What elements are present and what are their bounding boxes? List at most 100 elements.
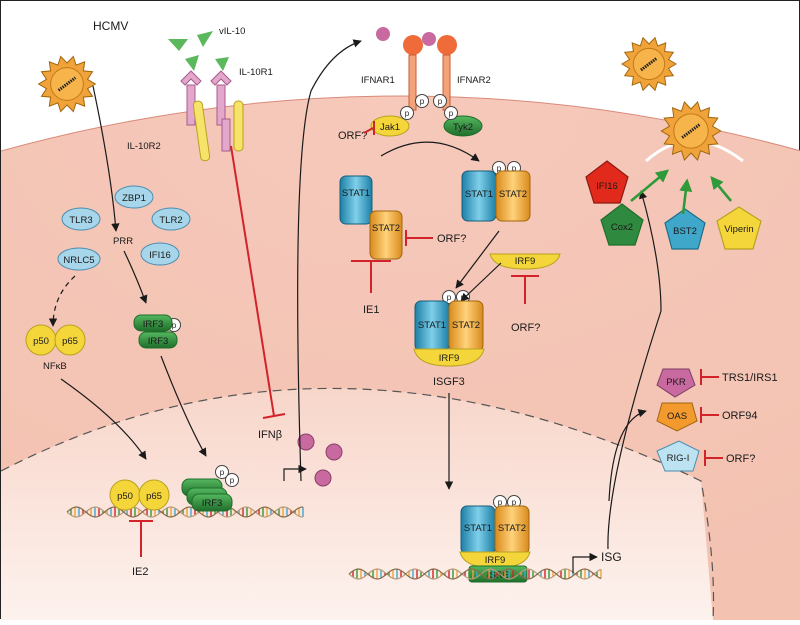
ifn-ligand (376, 27, 390, 41)
svg-text:STAT2: STAT2 (372, 223, 400, 234)
svg-text:p: p (512, 498, 517, 507)
isgf3-complex: STAT1 STAT2 IRF9 (413, 300, 485, 367)
phospho-icon (225, 473, 239, 487)
svg-text:p: p (447, 293, 452, 302)
irf3-nuclear: IRF3 (181, 478, 233, 512)
trs1-label: TRS1/IRS1 (722, 372, 778, 384)
ifnb-molecules (297, 433, 343, 487)
svg-text:NRLC5: NRLC5 (63, 255, 94, 266)
ifi16-effector-label: IFI16 (596, 181, 618, 192)
svg-text:IRF3: IRF3 (148, 336, 169, 347)
irf9 (489, 253, 561, 270)
viperin-effector (716, 206, 762, 250)
p65-subunit (54, 324, 86, 356)
svg-text:p: p (405, 109, 410, 118)
pkr-effector (656, 368, 696, 398)
svg-text:STAT1: STAT1 (342, 188, 370, 199)
svg-text:p50: p50 (117, 491, 133, 502)
phospho-icon (444, 106, 458, 120)
svg-text:STAT2: STAT2 (499, 189, 527, 200)
svg-text:IRF3: IRF3 (143, 319, 164, 330)
phospho-icon (415, 94, 429, 108)
il10r1-label: IL-10R1 (239, 67, 273, 78)
svg-text:p: p (220, 468, 225, 477)
stat-dimer-phospho: STAT1 STAT2 (461, 170, 531, 222)
ie2-label: IE2 (132, 566, 149, 578)
svg-text:TLR2: TLR2 (159, 215, 182, 226)
orf-irf9-label: ORF? (511, 322, 540, 334)
vil10-ligands (168, 31, 229, 71)
dna-strand-right (348, 568, 602, 580)
svg-text:IRF9: IRF9 (515, 256, 536, 267)
hcmv-virion-free (621, 36, 677, 92)
svg-text:IRF3: IRF3 (202, 498, 223, 509)
orf-jak1-label: ORF? (338, 130, 367, 142)
p65-nuclear (138, 479, 170, 511)
svg-text:STAT1: STAT1 (418, 320, 446, 331)
svg-text:IRF9: IRF9 (439, 353, 460, 364)
vil10-label: vIL-10 (219, 26, 245, 37)
irf3-dimer: IRF3 IRF3 (133, 314, 178, 349)
bst2-effector (664, 208, 706, 250)
oas-effector (656, 402, 698, 432)
prr-cluster: ZBP1 TLR3 TLR2 IFI16 NRLC5 (57, 185, 191, 271)
svg-text:Tyk2: Tyk2 (453, 122, 473, 133)
phospho-icon (433, 94, 447, 108)
cox2-effector (600, 203, 644, 246)
viperin-effector-label: Viperin (724, 224, 753, 235)
svg-text:STAT1: STAT1 (464, 523, 492, 534)
svg-text:IRF9: IRF9 (485, 555, 506, 566)
svg-text:p50: p50 (33, 336, 49, 347)
phospho-icon (215, 465, 229, 479)
nfkb-label: NFκB (43, 361, 67, 372)
svg-text:p: p (512, 164, 517, 173)
phospho-icon (400, 106, 414, 120)
il10r2-label: IL-10R2 (127, 141, 161, 152)
svg-text:p: p (449, 109, 454, 118)
bst2-effector-label: BST2 (673, 226, 697, 237)
svg-text:p: p (230, 476, 235, 485)
nuclear-envelope (0, 387, 715, 621)
svg-text:OAS: OAS (667, 411, 687, 422)
svg-text:STAT2: STAT2 (452, 320, 480, 331)
svg-text:p: p (420, 97, 425, 106)
ifnar1-label: IFNAR1 (361, 75, 395, 86)
hcmv-label: HCMV (93, 19, 128, 33)
rigi-effector (656, 440, 700, 472)
ie1-label: IE1 (363, 304, 380, 316)
svg-text:STAT1: STAT1 (465, 189, 493, 200)
svg-text:RIG-I: RIG-I (667, 453, 690, 464)
prr-label: PRR (113, 236, 133, 247)
svg-text:p: p (497, 164, 502, 173)
stat1-monomer: STAT1 (339, 175, 373, 225)
svg-text:Jak1: Jak1 (380, 122, 400, 133)
ifnar-receptor (403, 32, 457, 111)
orf-stat2-label: ORF? (437, 233, 466, 245)
hcmv-virion (37, 55, 97, 113)
hcmv-virion-budding (660, 101, 722, 161)
svg-text:p65: p65 (62, 336, 78, 347)
svg-text:STAT2: STAT2 (498, 523, 526, 534)
orf94-label: ORF94 (722, 410, 757, 422)
nucleus (1, 388, 713, 620)
isg-label: ISG (601, 550, 622, 564)
svg-text:TLR3: TLR3 (69, 215, 92, 226)
il10-inhibition-line (230, 145, 275, 417)
ifnb-label: IFNβ (258, 429, 282, 441)
svg-text:ZBP1: ZBP1 (122, 193, 146, 204)
cox2-effector-label: Cox2 (611, 222, 633, 233)
svg-text:p: p (438, 97, 443, 106)
stat2-monomer: STAT2 (369, 210, 403, 260)
svg-text:p: p (172, 321, 177, 330)
ifnar2-label: IFNAR2 (457, 75, 491, 86)
tyk2-kinase (443, 115, 483, 137)
svg-text:PKR: PKR (666, 377, 686, 388)
ifi16-effector (585, 160, 629, 204)
svg-text:p65: p65 (146, 491, 162, 502)
svg-text:IFI16: IFI16 (149, 250, 171, 261)
orf-rigi-label: ORF? (726, 453, 755, 465)
isgf3-on-dna: STAT1 STAT2 IRF9 (459, 505, 531, 569)
isgf3-label: ISGF3 (433, 376, 465, 388)
